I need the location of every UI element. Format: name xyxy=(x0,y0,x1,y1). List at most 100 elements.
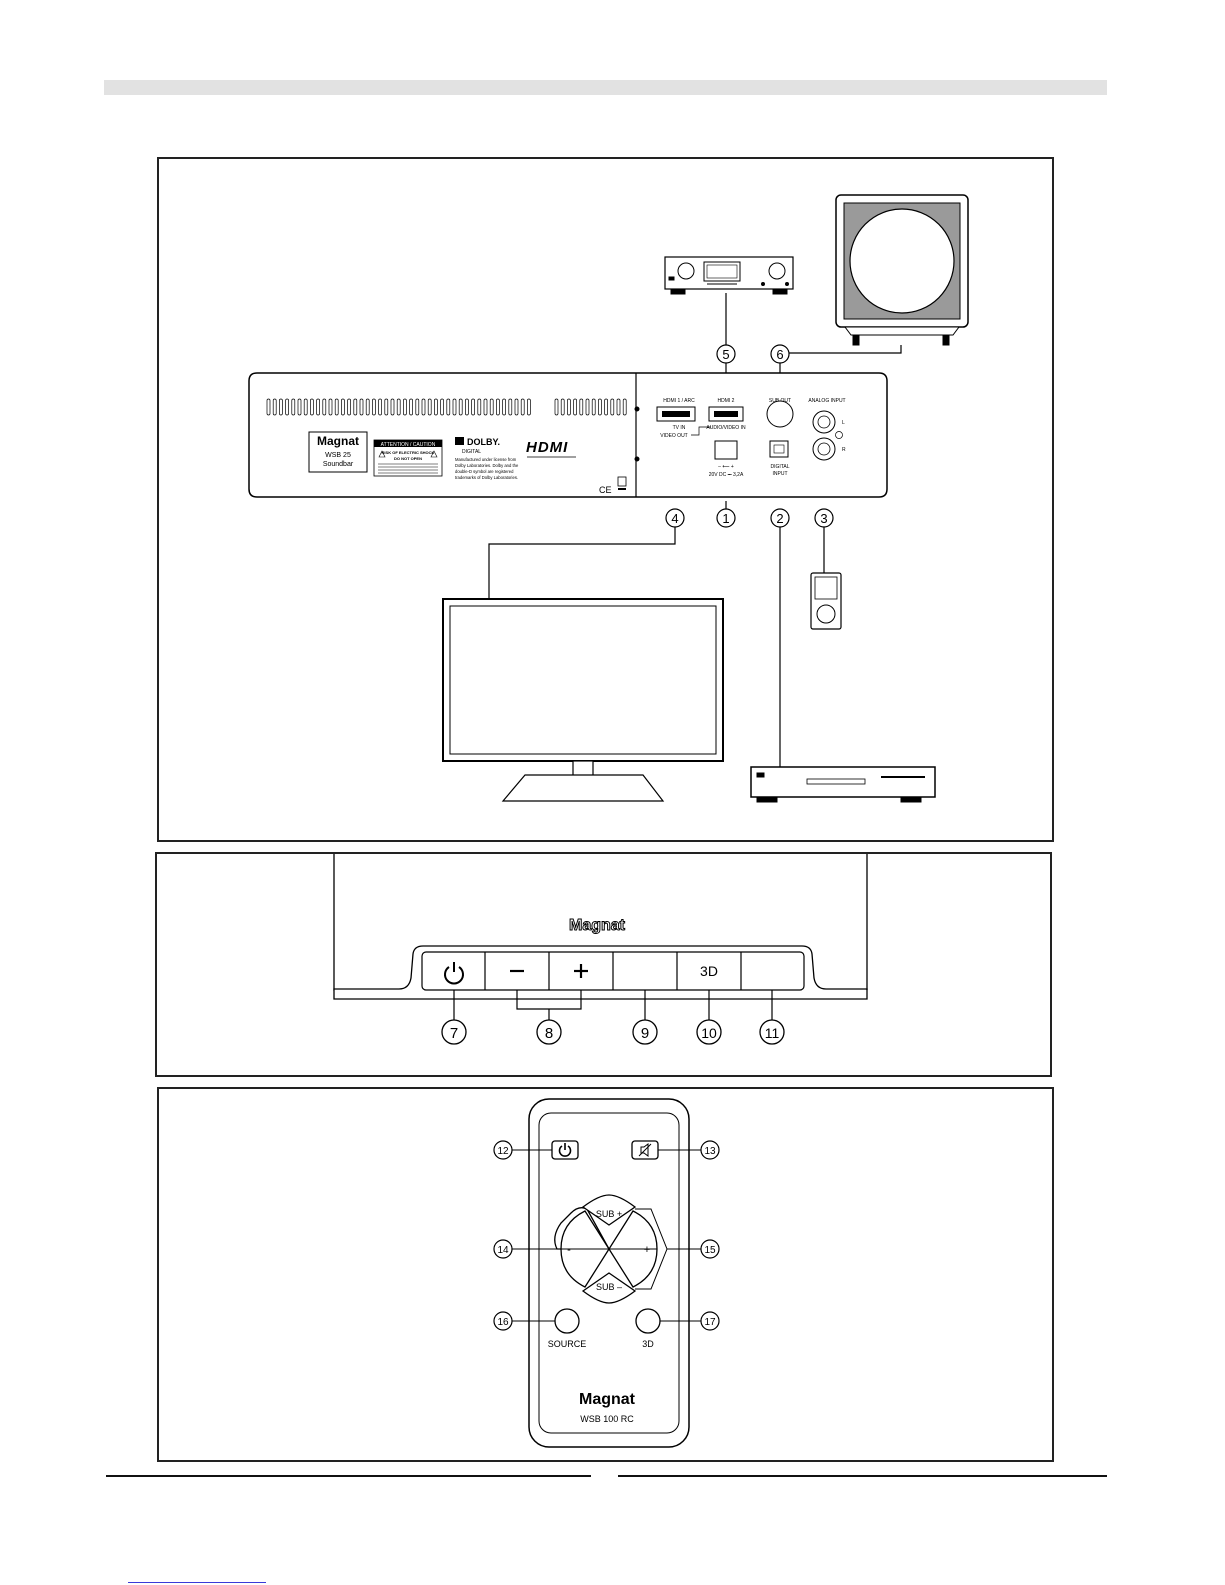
port-videoout-label: VIDEO OUT xyxy=(660,433,688,439)
svg-text:6: 6 xyxy=(776,347,783,362)
sub-out-jack xyxy=(766,400,794,428)
connection-diagram: Magnat WSB 25 Soundbar ATTENTION / CAUTI… xyxy=(248,194,969,803)
source-label: SOURCE xyxy=(548,1339,587,1349)
front-panel-diagram: Magnat 3D 7 xyxy=(155,852,1052,1077)
callout-16: 16 xyxy=(493,1311,513,1331)
source-button[interactable] xyxy=(614,953,676,989)
warning-triangle-icon xyxy=(430,450,438,458)
volume-up-button[interactable] xyxy=(550,953,612,989)
remote-sub-plus-button[interactable]: SUB + xyxy=(581,1194,637,1226)
minus-label: - xyxy=(567,1244,571,1256)
callout-12: 12 xyxy=(493,1140,513,1160)
connection-diagram-panel: Magnat WSB 25 Soundbar ATTENTION / CAUTI… xyxy=(157,157,1054,842)
callout-1: 1 xyxy=(716,508,736,528)
svg-text:4: 4 xyxy=(671,511,678,526)
svg-text:1: 1 xyxy=(722,511,729,526)
port-digital-label-1: DIGITAL xyxy=(770,464,789,470)
svg-text:3: 3 xyxy=(820,511,827,526)
remote-power-button[interactable] xyxy=(551,1140,579,1160)
callout-2: 2 xyxy=(770,508,790,528)
dc-power-port xyxy=(714,440,738,460)
power-icon xyxy=(444,962,464,985)
svg-text:13: 13 xyxy=(704,1146,716,1157)
dolby-license-line-4: trademarks of Dolby Laboratories. xyxy=(455,475,518,480)
port-r-label: R xyxy=(842,447,846,453)
remote-source-button[interactable] xyxy=(554,1308,580,1334)
callout-14: 14 xyxy=(493,1239,513,1259)
svg-text:9: 9 xyxy=(641,1025,649,1042)
volume-down-button[interactable] xyxy=(486,953,548,989)
disc-player xyxy=(750,766,936,803)
weee-bin-icon xyxy=(617,476,627,487)
front-panel-illustration: Magnat 3D 7 xyxy=(333,854,868,1045)
rear-model-name: WSB 25 xyxy=(325,452,351,459)
power-icon xyxy=(558,1143,572,1157)
port-digital-label-2: INPUT xyxy=(773,471,788,477)
callout-3: 3 xyxy=(814,508,834,528)
caution-line-1: RISK OF ELECTRIC SHOCK xyxy=(382,450,435,455)
footer-link-underline[interactable] xyxy=(128,1582,266,1583)
subwoofer xyxy=(835,194,969,346)
dolby-license-line-2: Dolby Laboratories. Dolby and the xyxy=(455,463,519,468)
caution-line-2: DO NOT OPEN xyxy=(394,456,422,461)
av-receiver xyxy=(664,256,794,295)
port-hdmi2-label: HDMI 2 xyxy=(718,398,735,404)
dolby-sub: DIGITAL xyxy=(462,449,481,455)
svg-text:12: 12 xyxy=(497,1146,509,1157)
remote-control-panel: SUB + - + SUB – SOURCE 3D Magnat WSB 100… xyxy=(157,1087,1054,1462)
port-hdmi1-label: HDMI 1 / ARC xyxy=(663,398,695,404)
svg-text:8: 8 xyxy=(545,1025,553,1042)
remote-mute-button[interactable] xyxy=(631,1140,659,1160)
dolby-logo-icon xyxy=(455,437,464,445)
svg-text:16: 16 xyxy=(497,1317,509,1328)
header-bar xyxy=(104,80,1107,95)
soundbar-rear-panel: Magnat WSB 25 Soundbar ATTENTION / CAUTI… xyxy=(248,372,888,498)
remote-model: WSB 100 RC xyxy=(580,1414,634,1424)
callout-15: 15 xyxy=(700,1239,720,1259)
remote-3d-button[interactable] xyxy=(635,1308,661,1334)
svg-text:14: 14 xyxy=(497,1245,509,1256)
svg-text:15: 15 xyxy=(704,1245,716,1256)
callout-8: 8 xyxy=(536,1019,562,1045)
mute-icon xyxy=(638,1143,652,1157)
vent-slots-right xyxy=(554,398,627,416)
3d-button-label: 3D xyxy=(700,963,718,979)
svg-text:10: 10 xyxy=(701,1025,717,1041)
svg-text:7: 7 xyxy=(450,1025,458,1042)
callout-9: 9 xyxy=(632,1019,658,1045)
dolby-license-line-1: Manufactured under license from xyxy=(455,457,517,462)
callout-6: 6 xyxy=(770,344,790,364)
caution-title: ATTENTION / CAUTION xyxy=(381,442,436,448)
svg-text:2: 2 xyxy=(776,511,783,526)
warning-triangle-icon xyxy=(378,450,386,458)
sub-minus-label: SUB – xyxy=(596,1282,622,1292)
callout-17: 17 xyxy=(700,1311,720,1331)
footer-line-right xyxy=(618,1475,1107,1477)
television xyxy=(442,598,724,802)
port-avin-label: AUDIO/VIDEO IN xyxy=(706,425,746,431)
callout-10: 10 xyxy=(696,1019,722,1045)
port-analog-label: ANALOG INPUT xyxy=(808,398,845,404)
3d-button[interactable]: 3D xyxy=(678,953,740,989)
plus-label: + xyxy=(644,1244,650,1256)
power-polarity-label: – ⟵ + xyxy=(718,464,734,470)
mode-button[interactable] xyxy=(742,953,803,989)
sub-plus-label: SUB + xyxy=(596,1209,622,1219)
remote-illustration: SUB + - + SUB – SOURCE 3D Magnat WSB 100… xyxy=(493,1098,720,1448)
rear-brand-logo: Magnat xyxy=(317,434,359,448)
svg-text:17: 17 xyxy=(704,1317,716,1328)
3d-label: 3D xyxy=(642,1339,654,1349)
ce-mark: CE xyxy=(599,485,612,495)
callout-13: 13 xyxy=(700,1140,720,1160)
front-brand-logo: Magnat xyxy=(569,917,626,934)
dolby-license-line-3: double-D symbol are registered xyxy=(455,469,514,474)
callout-4: 4 xyxy=(665,508,685,528)
callout-11: 11 xyxy=(759,1019,785,1045)
port-power-label: 20V DC ⎓ 3,2A xyxy=(709,472,744,478)
callout-7: 7 xyxy=(441,1019,467,1045)
power-button[interactable] xyxy=(423,953,484,989)
footer-line-left xyxy=(106,1475,591,1477)
rear-model-type: Soundbar xyxy=(323,461,354,468)
callout-5: 5 xyxy=(716,344,736,364)
remote-sub-minus-button[interactable]: SUB – xyxy=(581,1272,637,1304)
